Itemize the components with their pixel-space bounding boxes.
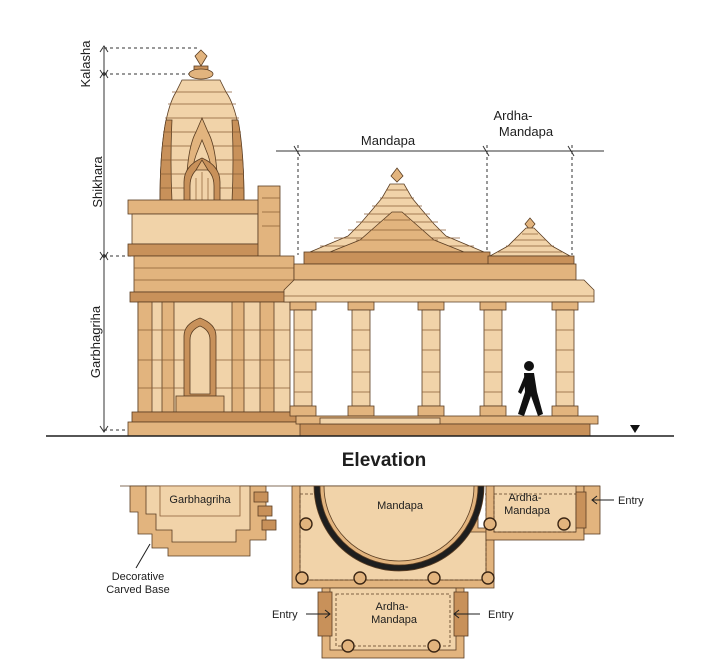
kalasha-finial [188, 49, 214, 80]
vertical-dimension-lines [99, 45, 200, 433]
plan-mandapa-label: Mandapa [377, 500, 424, 512]
mandapa-plinth [295, 415, 599, 437]
mandapa-plan [291, 485, 495, 589]
decorative-label-1: Decorative [112, 571, 165, 583]
entry-right-label: Entry [618, 495, 644, 507]
entry-bottom-left-label: Entry [272, 609, 298, 621]
temple-plan [120, 485, 601, 659]
horizontal-dimension-lines [276, 145, 604, 255]
decorative-callout-line [135, 543, 151, 569]
plan-garbhagriha-label: Garbhagriha [169, 494, 231, 506]
garbhagriha-plan [129, 485, 277, 557]
entry-bottom-right-label: Entry [488, 609, 514, 621]
entry-arrows [306, 495, 614, 619]
garbhagriha-body [127, 255, 303, 437]
ardha-mandapa-right-plan [485, 485, 601, 541]
ardha-mandapa-roof [487, 217, 575, 265]
mandapa-pillars [289, 301, 579, 417]
human-scale-figure [518, 361, 543, 416]
shikhara-label: Shikhara [90, 156, 105, 208]
ardha-mandapa-top-label-1: Ardha- [493, 108, 532, 123]
kalasha-label: Kalasha [78, 40, 93, 88]
plan-ardha-bottom-label-1: Ardha- [375, 601, 408, 613]
plan-ardha-right-label-2: Mandapa [504, 505, 551, 517]
decorative-label-2: Carved Base [106, 584, 170, 596]
ardha-mandapa-top-label-2: Mandapa [499, 124, 554, 139]
level-marker-icon [630, 425, 640, 433]
mandapa-entablature [283, 263, 595, 303]
mandapa-top-label: Mandapa [361, 133, 416, 148]
mandapa-roof [303, 167, 491, 265]
pillar [417, 301, 445, 417]
pillar [551, 301, 579, 417]
plan-pillars [295, 517, 571, 653]
plan-ardha-right-label-1: Ardha- [508, 492, 541, 504]
temple-elevation [127, 49, 599, 437]
garbhagriha-vertical-label: Garbhagriha [88, 305, 103, 378]
pillar [289, 301, 317, 417]
elevation-title: Elevation [342, 450, 426, 471]
pillar [347, 301, 375, 417]
plan-ardha-bottom-label-2: Mandapa [371, 614, 418, 626]
pillar [479, 301, 507, 417]
shikhara-base [127, 185, 281, 257]
